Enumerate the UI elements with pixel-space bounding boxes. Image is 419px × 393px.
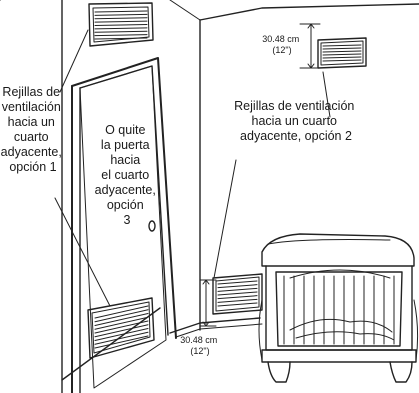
grille-slat xyxy=(94,24,148,26)
grille-slat xyxy=(94,328,149,341)
dimension-label-top: 30.48 cm (12") xyxy=(262,34,302,55)
grille-slat xyxy=(322,44,362,47)
grille-slat xyxy=(94,331,149,345)
dimension-label-bottom: 30.48 cm (12") xyxy=(180,335,220,356)
grille-slat xyxy=(94,313,149,326)
vent-grille-low-right xyxy=(212,273,263,315)
label-option-2: Rejillas de ventilación hacia un cuarto … xyxy=(234,99,358,143)
grille-slat xyxy=(217,302,258,307)
grille-slat xyxy=(217,284,258,289)
door xyxy=(71,57,177,393)
grille-slat xyxy=(217,295,258,300)
grille-slat xyxy=(217,291,258,296)
dimension-marker-bottom xyxy=(199,279,217,327)
grille-slat xyxy=(94,316,149,330)
grille-slat xyxy=(94,324,149,338)
label-option-1: Rejillas de ventilación hacia un cuarto … xyxy=(1,85,66,174)
grille-slat xyxy=(94,305,149,319)
grille-slat xyxy=(217,287,258,292)
grille-slat xyxy=(94,27,148,30)
grille-slat xyxy=(94,10,148,13)
grille-slat xyxy=(322,50,362,53)
grille-slat xyxy=(322,59,362,62)
grille-slat xyxy=(94,335,149,349)
grille-slat xyxy=(322,56,362,59)
label-option-3: O quite la puerta hacia el cuarto adyace… xyxy=(95,123,160,227)
dimension-marker-top xyxy=(299,23,321,69)
grille-slat xyxy=(94,20,148,23)
grille-slat xyxy=(94,309,149,323)
grille-slat xyxy=(94,17,148,20)
vent-grille-top-left xyxy=(88,2,154,47)
grille-slat xyxy=(217,280,258,285)
grille-slat xyxy=(322,53,362,56)
grille-slat xyxy=(94,320,149,334)
grille-slat xyxy=(94,30,148,33)
grille-slat xyxy=(322,47,362,50)
vent-grille-top-right xyxy=(317,37,367,69)
leader-lines xyxy=(54,29,331,307)
gas-stove xyxy=(258,233,419,383)
grille-slat xyxy=(94,37,148,40)
door-knob-icon xyxy=(148,220,156,232)
grille-slat xyxy=(217,298,258,303)
vent-grille-door-bottom xyxy=(87,297,155,359)
grille-slat xyxy=(94,13,148,16)
grille-slat xyxy=(94,34,148,37)
